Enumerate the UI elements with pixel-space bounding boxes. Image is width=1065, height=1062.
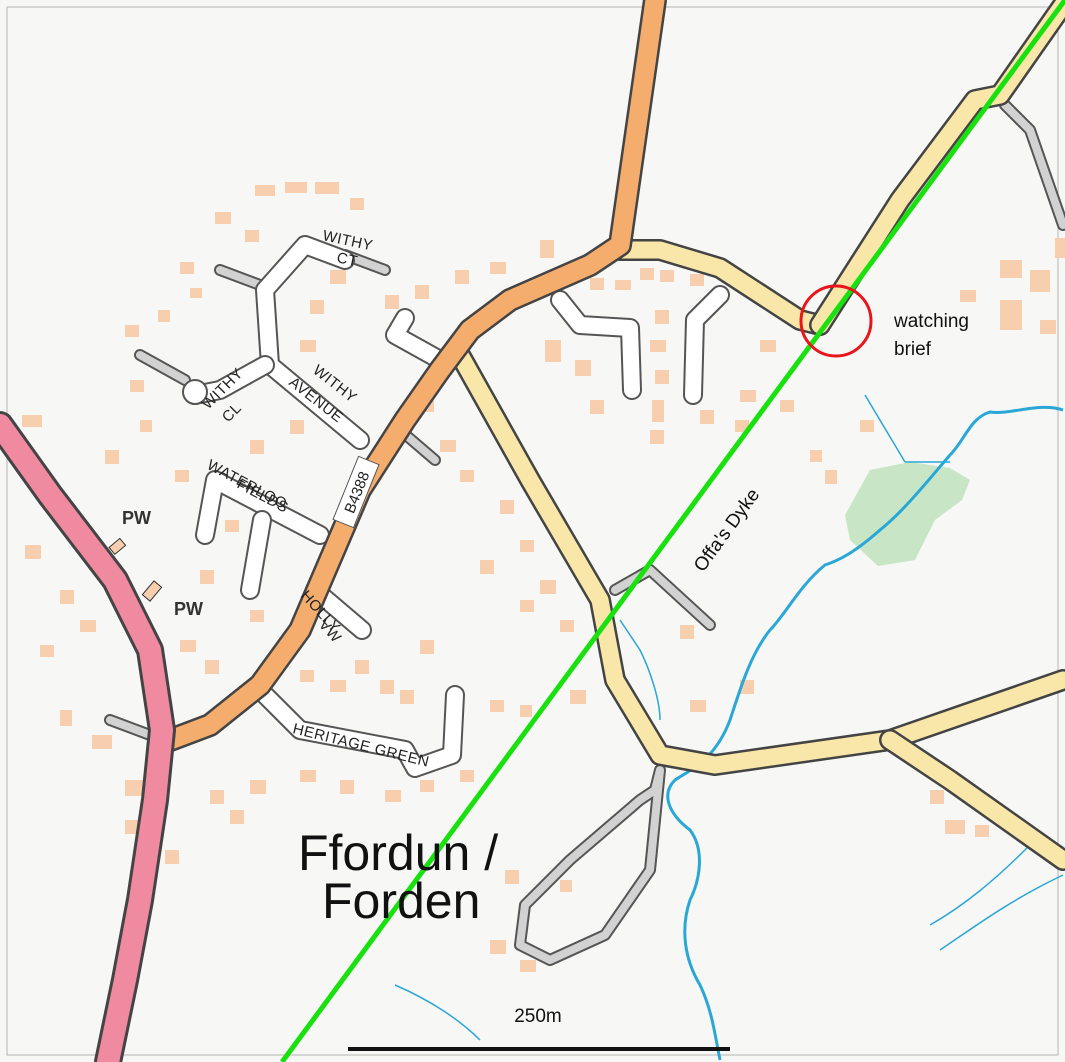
buildings: [22, 182, 1065, 972]
watching-brief-label-line2: brief: [894, 339, 932, 360]
road-number-label: B4388: [332, 455, 380, 529]
place-of-worship-marker: [108, 537, 127, 556]
watching-brief-label-line1: watching: [893, 311, 969, 332]
b-road-b4388: [153, 0, 667, 754]
pw-label: PW: [122, 508, 151, 528]
place-of-worship-marker: [141, 580, 163, 602]
place-name-line2: Forden: [322, 873, 480, 929]
pw-label: PW: [174, 599, 203, 619]
a-road: [0, 411, 176, 1062]
minor-roads: [449, 0, 1065, 871]
watercourses: [394, 394, 1064, 1061]
woodland-area: [845, 462, 970, 566]
map-frame: [6, 6, 1059, 1056]
watching-brief-circle: [799, 284, 873, 358]
street-label-withy-ct: CT: [335, 249, 359, 270]
offas-dyke-line: [279, 0, 1065, 1062]
place-name-line1: Ffordun /: [298, 825, 498, 881]
scale-bar-label: 250m: [514, 1006, 562, 1027]
